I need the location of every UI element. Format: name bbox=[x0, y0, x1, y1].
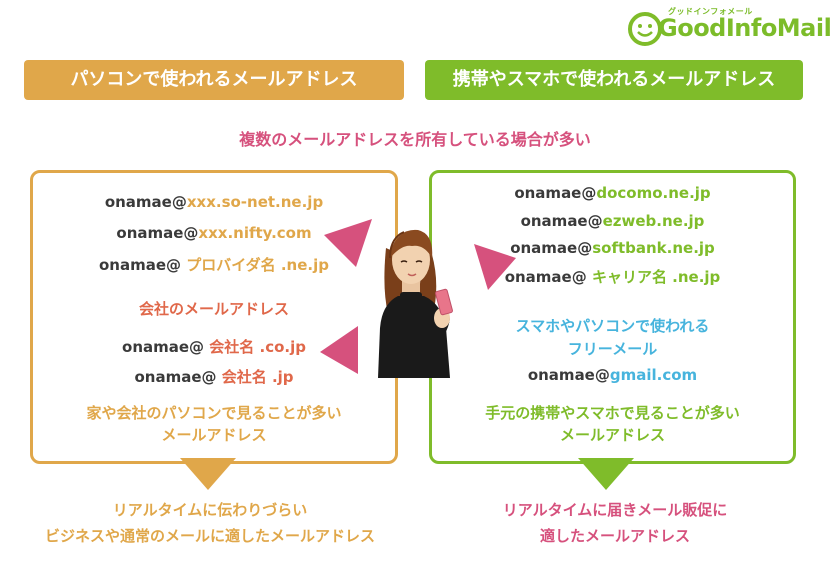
logo: グッドインフォメール GoodInfoMail bbox=[628, 4, 830, 48]
logo-subtitle: グッドインフォメール bbox=[668, 7, 753, 16]
company-address-1: onamae@ 会社名 .co.jp bbox=[122, 338, 306, 356]
arrow-to-woman-top-left bbox=[324, 219, 372, 267]
free-mail-address: onamae@gmail.com bbox=[527, 366, 698, 384]
pc-conclusion-line-2: ビジネスや通常のメールに適したメールアドレス bbox=[44, 527, 375, 545]
down-arrow-mobile bbox=[578, 458, 634, 490]
company-address-heading: 会社のメールアドレス bbox=[138, 300, 289, 318]
mobile-address-4: onamae@ キャリア名 .ne.jp bbox=[504, 268, 721, 286]
free-mail-heading-2: フリーメール bbox=[567, 340, 658, 358]
mobile-conclusion: リアルタイムに届きメール販促に 適したメールアドレス bbox=[430, 497, 800, 549]
mobile-conclusion-line-1: リアルタイムに届きメール販促に bbox=[502, 501, 728, 519]
mobile-address-3: onamae@softbank.ne.jp bbox=[510, 239, 715, 257]
down-arrow-pc bbox=[180, 458, 236, 490]
pc-caption-1: 家や会社のパソコンで見ることが多い bbox=[86, 404, 342, 422]
pc-address-3: onamae@ プロバイダ名 .ne.jp bbox=[98, 256, 329, 274]
smile-logo-icon bbox=[628, 12, 662, 46]
pc-address-1: onamae@xxx.so-net.ne.jp bbox=[104, 193, 324, 211]
pc-address-box bbox=[30, 170, 398, 464]
mobile-caption-1: 手元の携帯やスマホで見ることが多い bbox=[485, 404, 740, 422]
mobile-address-2: onamae@ezweb.ne.jp bbox=[520, 212, 705, 230]
header-pc: パソコンで使われるメールアドレス bbox=[24, 60, 404, 100]
header-mobile: 携帯やスマホで使われるメールアドレス bbox=[425, 60, 803, 100]
mobile-address-1: onamae@docomo.ne.jp bbox=[514, 184, 711, 202]
company-address-2: onamae@ 会社名 .jp bbox=[134, 368, 294, 386]
pc-conclusion-line-1: リアルタイムに伝わりづらい bbox=[112, 501, 308, 519]
mobile-conclusion-line-2: 適したメールアドレス bbox=[539, 527, 690, 545]
woman-with-phone-illustration bbox=[378, 229, 453, 378]
pc-conclusion: リアルタイムに伝わりづらい ビジネスや通常のメールに適したメールアドレス bbox=[10, 497, 410, 549]
pc-caption-2: メールアドレス bbox=[161, 426, 267, 444]
arrow-to-woman-right bbox=[474, 244, 516, 290]
free-mail-heading-1: スマホやパソコンで使われる bbox=[515, 317, 710, 335]
common-statement: 複数のメールアドレスを所有している場合が多い bbox=[239, 130, 591, 149]
mobile-caption-2: メールアドレス bbox=[559, 426, 665, 444]
arrow-to-woman-bottom-left bbox=[320, 326, 358, 374]
pc-address-2: onamae@xxx.nifty.com bbox=[116, 224, 312, 242]
logo-name: GoodInfoMail bbox=[658, 14, 830, 42]
